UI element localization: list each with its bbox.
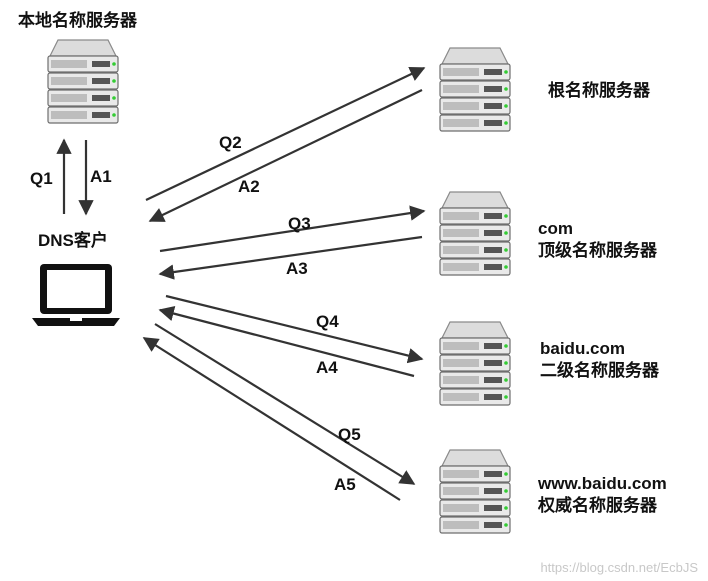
- q1-label: Q1: [30, 169, 53, 188]
- arrow-a2: [148, 89, 423, 222]
- tld-server-label: 顶级名称服务器: [538, 241, 657, 260]
- a4-label: A4: [316, 358, 338, 377]
- client-label: DNS客户: [38, 231, 108, 250]
- arrow-q2: [145, 66, 426, 201]
- local-server-label: 本地名称服务器: [18, 11, 137, 30]
- arrow-q5: [154, 323, 416, 485]
- tld-server-domain: com: [538, 219, 573, 238]
- q2-label: Q2: [219, 133, 242, 152]
- arrow-q3: [159, 205, 426, 253]
- arrow-a4: [158, 306, 415, 378]
- a1-label: A1: [90, 167, 112, 186]
- watermark: https://blog.csdn.net/EcbJS: [540, 560, 698, 575]
- q5-label: Q5: [338, 425, 361, 444]
- root-server-label: 根名称服务器: [548, 81, 650, 100]
- q4-label: Q4: [316, 312, 339, 331]
- a5-label: A5: [334, 475, 356, 494]
- authoritative-server-label: 权威名称服务器: [538, 496, 657, 515]
- q3-label: Q3: [288, 214, 311, 233]
- authoritative-server-domain: www.baidu.com: [538, 474, 667, 493]
- a3-label: A3: [286, 259, 308, 278]
- a2-label: A2: [238, 177, 260, 196]
- arrow-a3: [158, 235, 423, 280]
- arrow-q4: [165, 294, 424, 364]
- laptop-icon: [32, 264, 120, 326]
- second-level-server-domain: baidu.com: [540, 339, 626, 358]
- arrow-a5: [142, 337, 401, 501]
- second-level-server-label: 二级名称服务器: [540, 361, 659, 380]
